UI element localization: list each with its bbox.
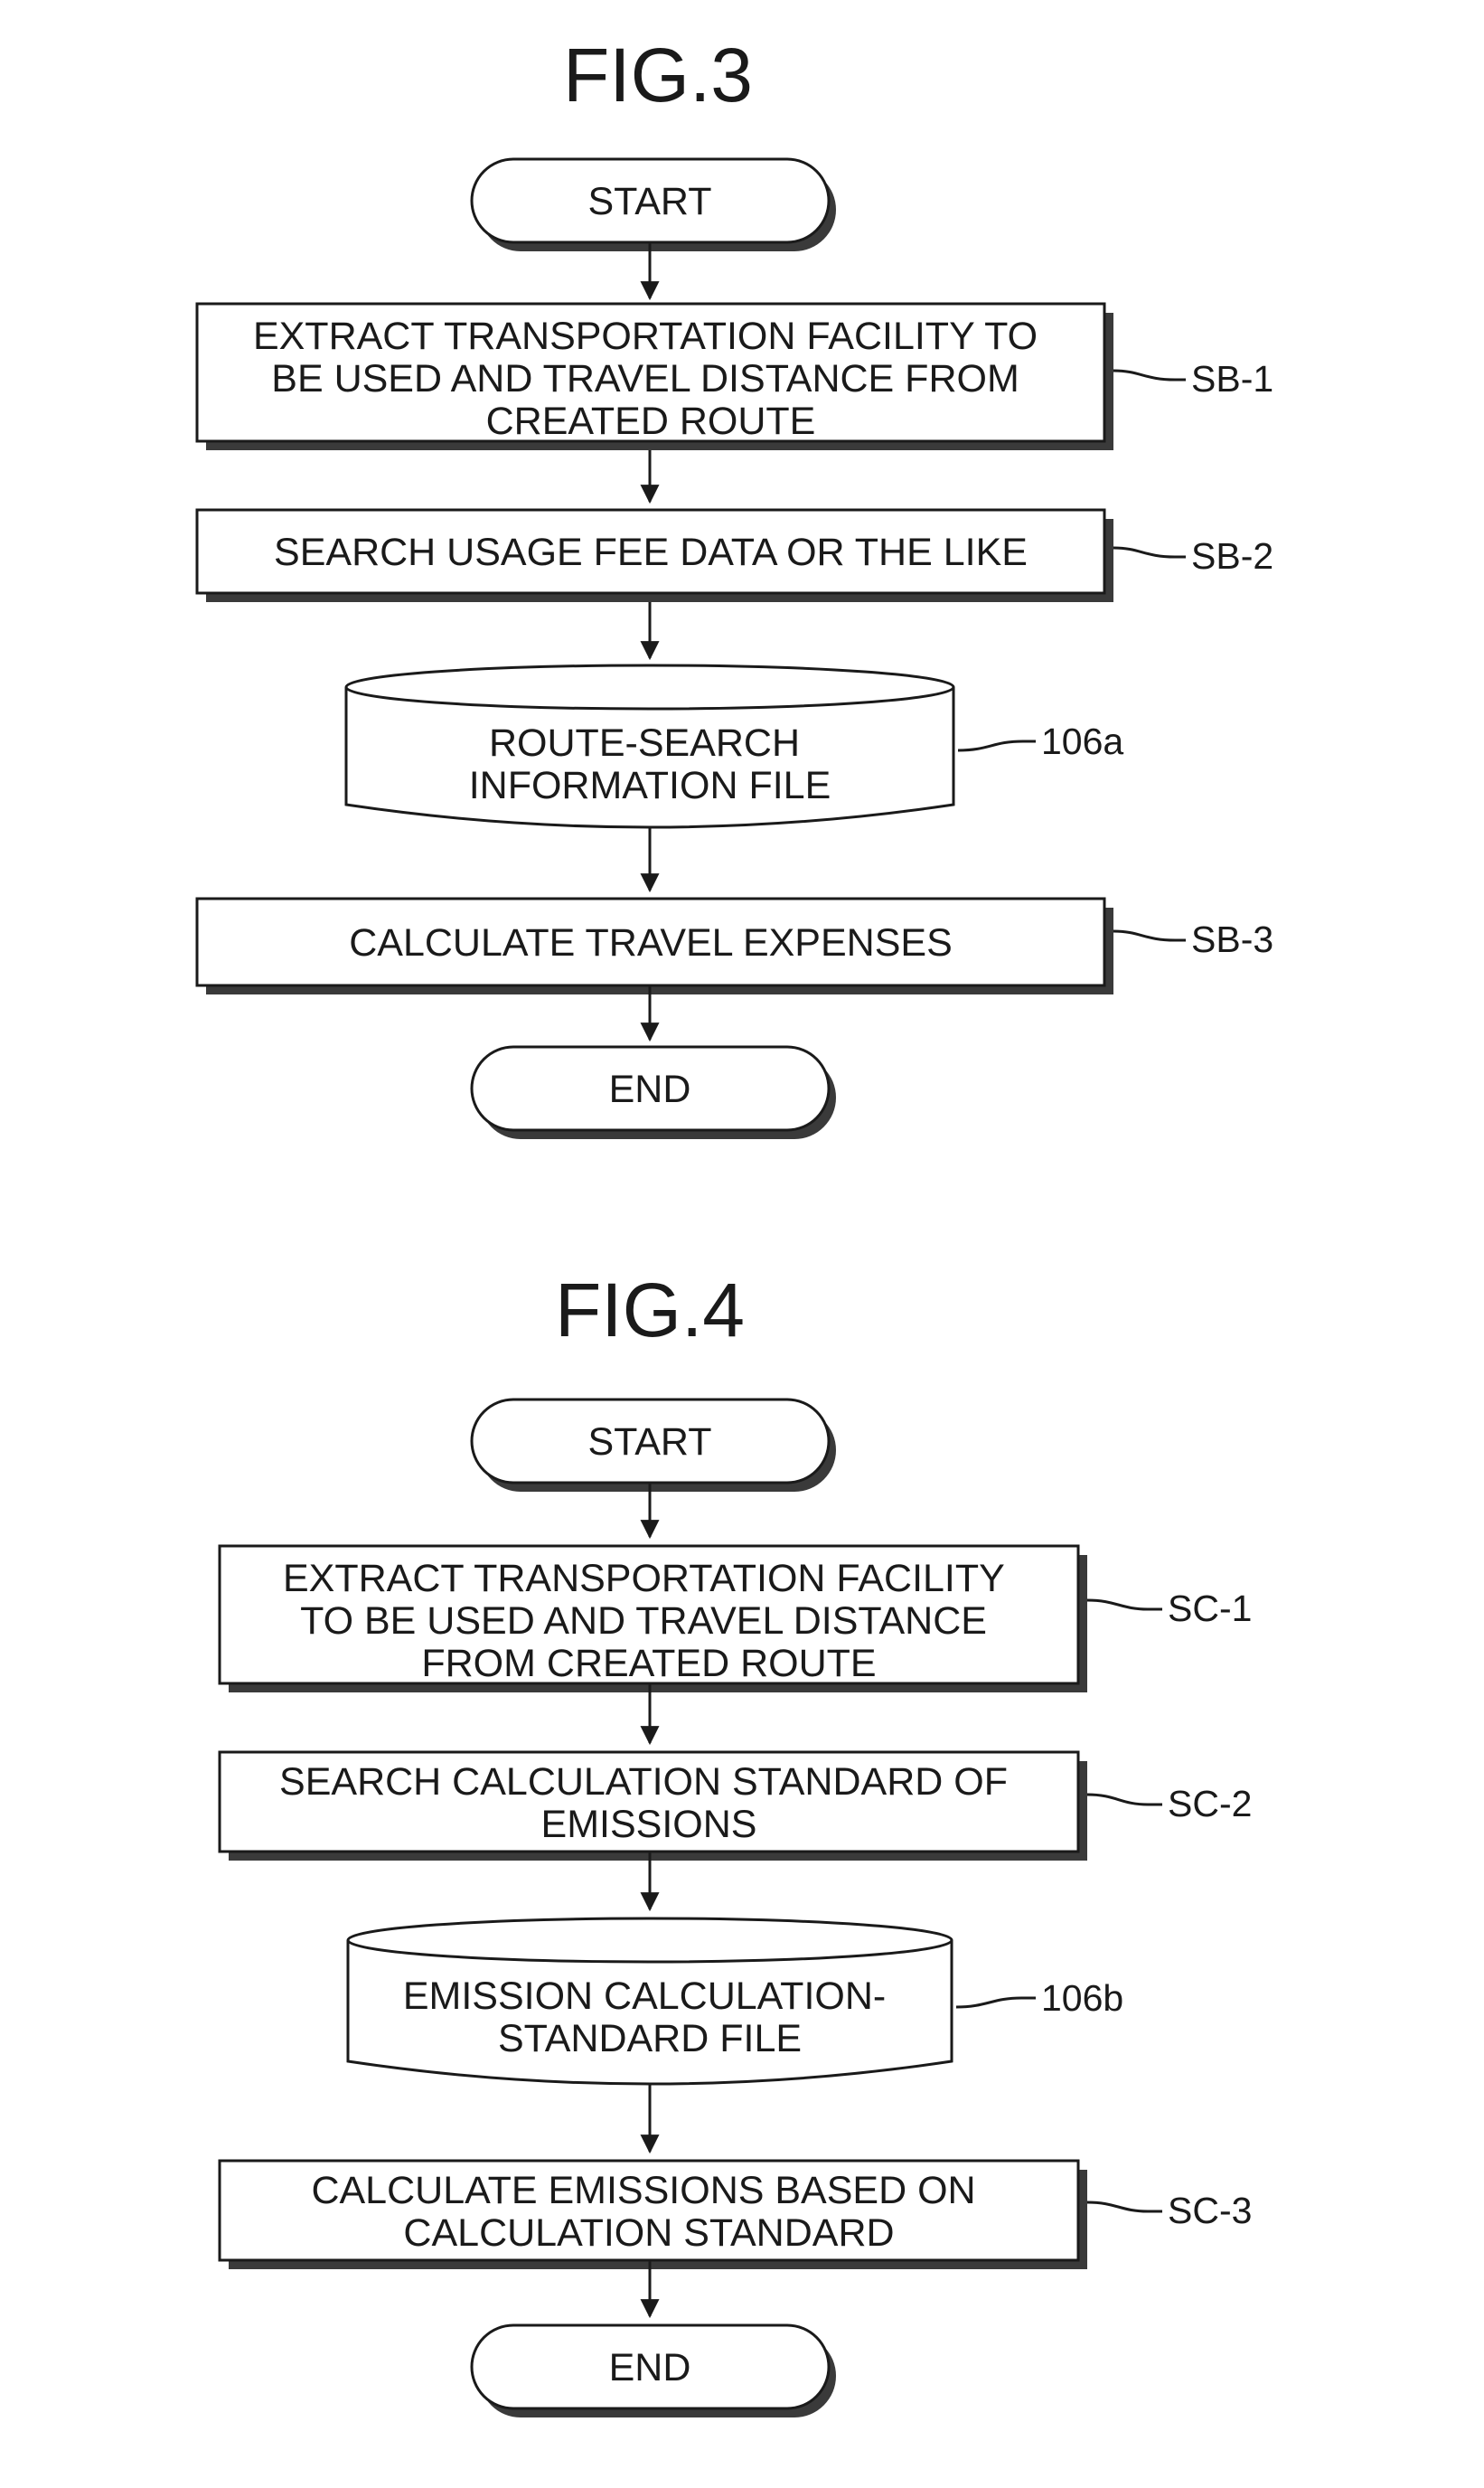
step-text-line: EXTRACT TRANSPORTATION FACILITY TO [253,315,1038,358]
reference-leader [1113,931,1186,940]
database-cylinder-top [348,1918,952,1962]
step-text-line: CREATED ROUTE [486,400,816,443]
step-text-line: EXTRACT TRANSPORTATION FACILITY [283,1557,1004,1600]
figure-3: FIG.3 START EXTRACT TRANSPORTATION FACIL… [197,33,1273,1139]
reference-leader [958,741,1036,750]
step-text-line: BE USED AND TRAVEL DISTANCE FROM [271,357,1019,401]
svg-text:ROUTE-SEARCH INFORMATI: ROUTE-SEARCH INFORMATION FILE [469,721,831,807]
step-text-line: CALCULATE EMISSIONS BASED ON [311,2169,975,2212]
end-label: END [609,1068,691,1111]
database-text-line: ROUTE-SEARCH [489,721,800,765]
reference-leader [1087,1795,1162,1805]
step-reference: SB-2 [1191,535,1273,577]
process-step-sc-3: CALCULATE EMISSIONS BASED ON CALCULATION… [220,2161,1252,2269]
process-step-sc-2: SEARCH CALCULATION STANDARD OF EMISSIONS… [220,1752,1252,1861]
process-step-sc-1: EXTRACT TRANSPORTATION FACILITY TO BE US… [220,1546,1252,1692]
reference-leader [1113,548,1186,557]
database-cylinder-top [346,665,953,709]
figure-4: FIG.4 START EXTRACT TRANSPORTATION FACIL… [220,1268,1252,2417]
process-step-sb-1: EXTRACT TRANSPORTATION FACILITY TO BE US… [197,304,1273,450]
start-terminal: START [472,159,836,251]
database-text-line: STANDARD FILE [498,2017,802,2060]
step-text-line: EMISSIONS [541,1803,757,1846]
end-terminal: END [472,1047,836,1139]
step-text-line: SEARCH USAGE FEE DATA OR THE LIKE [274,531,1028,574]
database-text-line: INFORMATION FILE [469,764,831,807]
step-reference: SC-3 [1168,2190,1252,2231]
figure-title: FIG.4 [555,1268,745,1352]
reference-leader [1113,371,1186,380]
step-text-line: SEARCH CALCULATION STANDARD OF [279,1760,1008,1804]
step-text-line: CALCULATION STANDARD [403,2211,894,2255]
end-terminal: END [472,2325,836,2417]
step-text-line: CALCULATE TRAVEL EXPENSES [349,921,953,965]
figure-title: FIG.3 [563,33,753,118]
database-106b: EMISSION CALCULATION- STANDARD FILE 106b [348,1918,1123,2084]
step-text-line: TO BE USED AND TRAVEL DISTANCE [300,1599,987,1643]
start-label: START [588,180,712,223]
start-label: START [588,1420,712,1464]
step-text-line: FROM CREATED ROUTE [421,1642,876,1685]
database-reference: 106b [1041,1977,1123,2019]
database-106a: ROUTE-SEARCH INFORMATION FILE 106a [346,665,1123,827]
database-text-line: EMISSION CALCULATION- [403,1974,886,2018]
reference-leader [1087,1600,1162,1609]
reference-leader [1087,2202,1162,2211]
step-reference: SC-1 [1168,1588,1252,1629]
svg-text:CALCULATE EMISSIONS BASED ON: CALCULATE EMISSIONS BASED ON CALCULATION… [311,2169,986,2255]
process-step-sb-2: SEARCH USAGE FEE DATA OR THE LIKE SB-2 [197,510,1273,602]
reference-leader [956,1998,1036,2007]
step-reference: SC-2 [1168,1783,1252,1824]
end-label: END [609,2346,691,2389]
process-step-sb-3: CALCULATE TRAVEL EXPENSES SB-3 [197,899,1273,994]
start-terminal: START [472,1400,836,1492]
database-reference: 106a [1041,721,1123,762]
step-reference: SB-3 [1191,919,1273,960]
step-reference: SB-1 [1191,358,1273,400]
